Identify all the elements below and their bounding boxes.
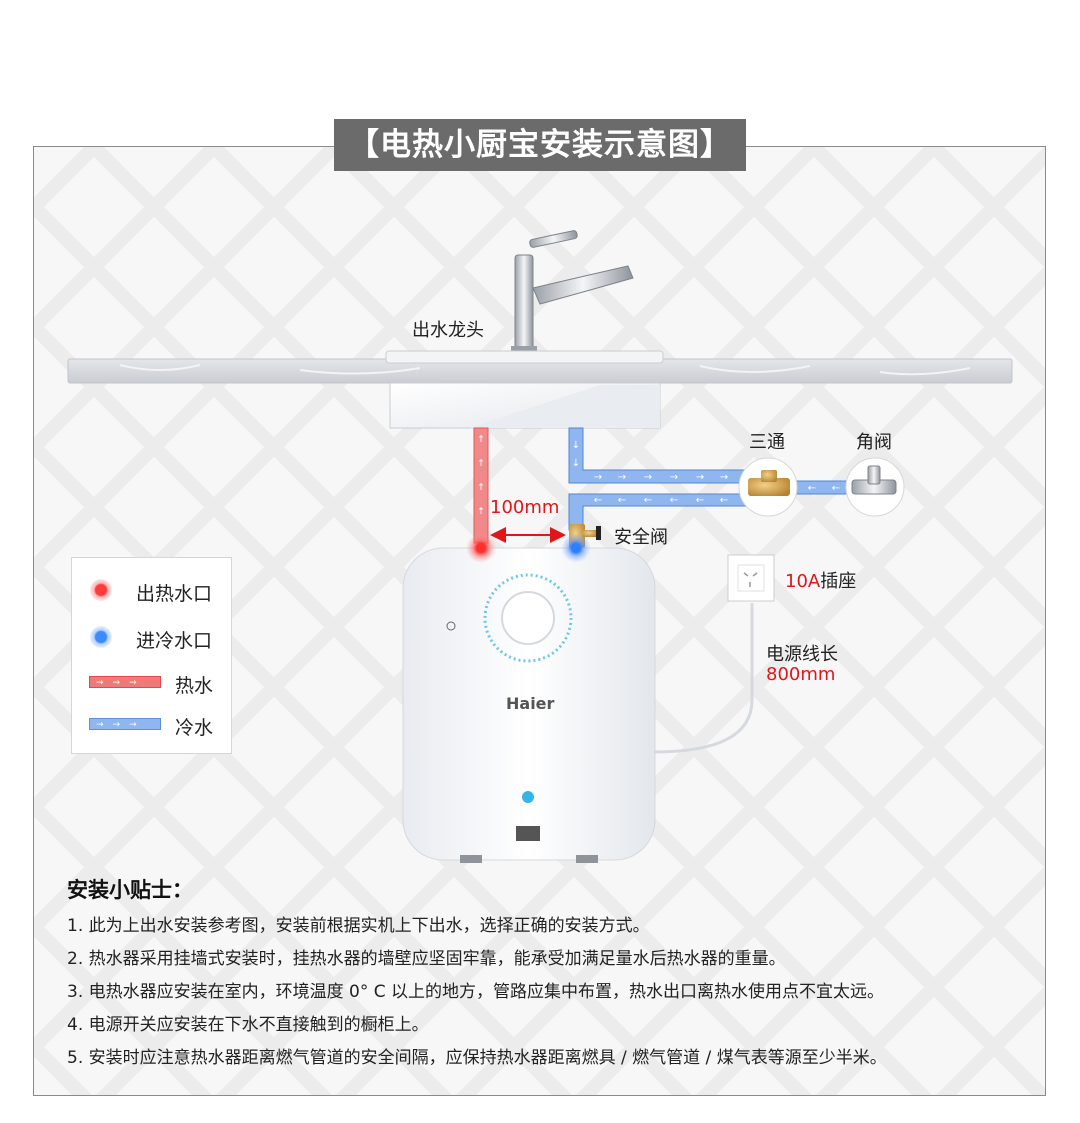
legend: 出热水口 进冷水口 →→→ 热水 →→→ 冷水 — [71, 557, 232, 754]
svg-text:↑: ↑ — [477, 459, 485, 469]
svg-text:↑: ↑ — [477, 435, 485, 445]
tip-item: 3. 电热水器应安装在室内，环境温度 0° C 以上的地方，管路应集中布置，热水… — [67, 982, 885, 1002]
cord-length: 800mm — [766, 664, 836, 685]
hot-outlet-glow — [466, 533, 496, 563]
svg-text:←: ← — [618, 495, 626, 506]
socket-text: 插座 — [820, 571, 857, 592]
svg-text:→: → — [720, 472, 728, 483]
cold-inlet-dot-icon — [90, 626, 112, 648]
svg-text:→: → — [618, 472, 626, 483]
socket-rating: 10A — [785, 571, 821, 592]
socket-label: 10A插座 — [785, 567, 856, 593]
svg-text:→: → — [644, 472, 652, 483]
svg-text:→: → — [696, 472, 704, 483]
power-cord — [653, 603, 754, 754]
tip-item: 5. 安装时应注意热水器距离燃气管道的安全间隔，应保持热水器距离燃具 / 燃气管… — [67, 1048, 887, 1068]
tip-item: 1. 此为上出水安装参考图，安装前根据实机上下出水，选择正确的安装方式。 — [67, 916, 650, 936]
legend-label: 出热水口 — [136, 583, 213, 605]
distance-label: 100mm — [490, 497, 560, 518]
tip-item: 2. 热水器采用挂墙式安装时，挂热水器的墙壁应坚固牢靠，能承受加满足量水后热水器… — [67, 949, 786, 969]
svg-text:←: ← — [720, 495, 728, 506]
cold-water-arrow-icon: →→→ — [89, 718, 161, 730]
svg-text:↓: ↓ — [572, 458, 580, 469]
svg-text:←: ← — [670, 495, 678, 506]
faucet-label: 出水龙头 — [412, 320, 484, 341]
svg-text:↑: ↑ — [477, 507, 485, 517]
legend-item: 进冷水口 — [72, 622, 231, 652]
faucet-icon — [511, 230, 634, 356]
svg-text:←: ← — [832, 483, 840, 494]
legend-item: →→→ 热水 — [72, 667, 231, 697]
installation-tips: 安装小贴士： 1. 此为上出水安装参考图，安装前根据实机上下出水，选择正确的安装… — [67, 874, 1047, 1075]
legend-item: →→→ 冷水 — [72, 709, 231, 739]
svg-text:→: → — [670, 472, 678, 483]
svg-text:↓: ↓ — [572, 440, 580, 451]
svg-text:←: ← — [808, 483, 816, 494]
angle-valve-label: 角阀 — [856, 432, 892, 453]
water-heater-tank — [402, 547, 656, 863]
cold-inlet-glow — [561, 533, 591, 563]
hot-outlet-dot-icon — [90, 579, 112, 601]
power-socket-icon — [727, 554, 775, 602]
brand-logo: Haier — [506, 694, 555, 713]
svg-text:→: → — [594, 472, 602, 483]
tee-label: 三通 — [749, 432, 785, 453]
page-title: 【电热小厨宝安装示意图】 — [334, 119, 746, 171]
svg-text:↑: ↑ — [477, 483, 485, 493]
diagram-frame — [33, 146, 1046, 1096]
safety-valve-label: 安全阀 — [614, 527, 668, 548]
svg-text:←: ← — [644, 495, 652, 506]
tip-item: 4. 电源开关应安装在下水不直接触到的橱柜上。 — [67, 1015, 429, 1035]
legend-label: 进冷水口 — [136, 630, 213, 652]
legend-label: 热水 — [175, 675, 214, 697]
cord-label: 电源线长 — [766, 644, 838, 665]
legend-item: 出热水口 — [72, 575, 231, 605]
tee-fitting-icon — [738, 457, 798, 517]
sink-basin — [385, 350, 664, 429]
svg-text:←: ← — [696, 495, 704, 506]
hot-water-arrow-icon: →→→ — [89, 676, 161, 688]
svg-text:←: ← — [594, 495, 602, 506]
legend-label: 冷水 — [175, 717, 214, 739]
cold-water-pipe — [568, 427, 851, 531]
tips-heading: 安装小贴士： — [67, 878, 193, 902]
angle-valve-icon — [845, 457, 905, 517]
